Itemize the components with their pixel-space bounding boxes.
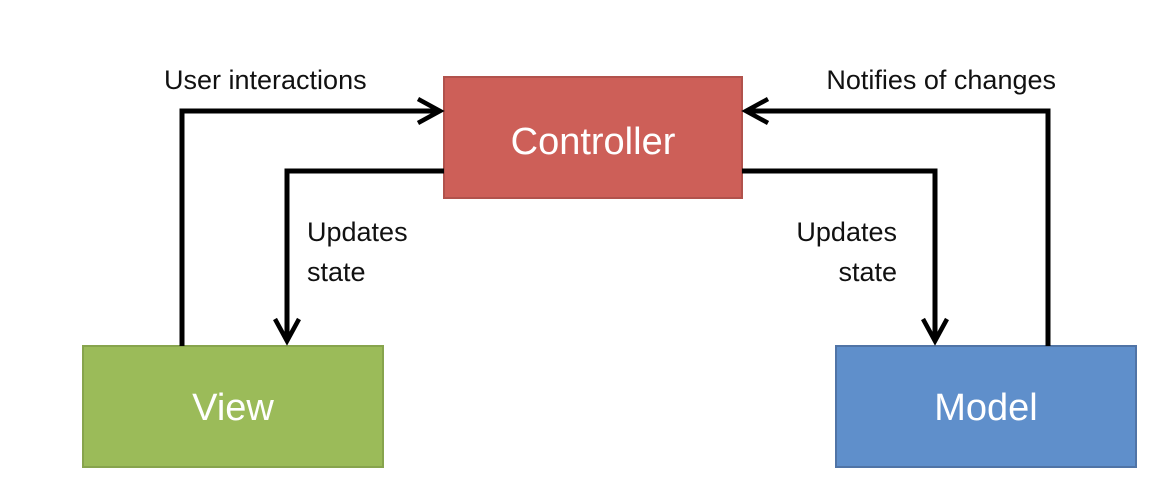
- updates-model-label-line1: Updates: [796, 217, 897, 247]
- updates-view-label-line1: Updates: [307, 217, 408, 247]
- controller-node: Controller: [443, 76, 743, 199]
- updates-view-label-line2: state: [307, 257, 366, 287]
- model-node: Model: [835, 345, 1137, 468]
- user-interactions-label: User interactions: [164, 65, 367, 95]
- model-label: Model: [934, 387, 1038, 429]
- edge-view-to-controller: User interactions: [164, 65, 445, 346]
- model-box: [835, 345, 1137, 468]
- notifies-of-changes-label: Notifies of changes: [826, 65, 1056, 95]
- updates-view-state-arrow: [273, 168, 444, 346]
- view-label: View: [192, 387, 274, 429]
- edge-controller-to-model: Updates state: [742, 168, 949, 346]
- edge-model-to-controller: Notifies of changes: [741, 65, 1056, 346]
- notifies-of-changes-arrow: [741, 97, 1051, 346]
- view-box: [82, 345, 384, 468]
- updates-model-label-line2: state: [838, 257, 897, 287]
- updates-model-state-arrow: [742, 168, 949, 346]
- view-node: View: [82, 345, 384, 468]
- controller-label: Controller: [511, 121, 676, 163]
- user-interactions-arrow: [179, 97, 445, 346]
- edge-controller-to-view: Updates state: [273, 168, 444, 346]
- controller-box: [443, 76, 743, 199]
